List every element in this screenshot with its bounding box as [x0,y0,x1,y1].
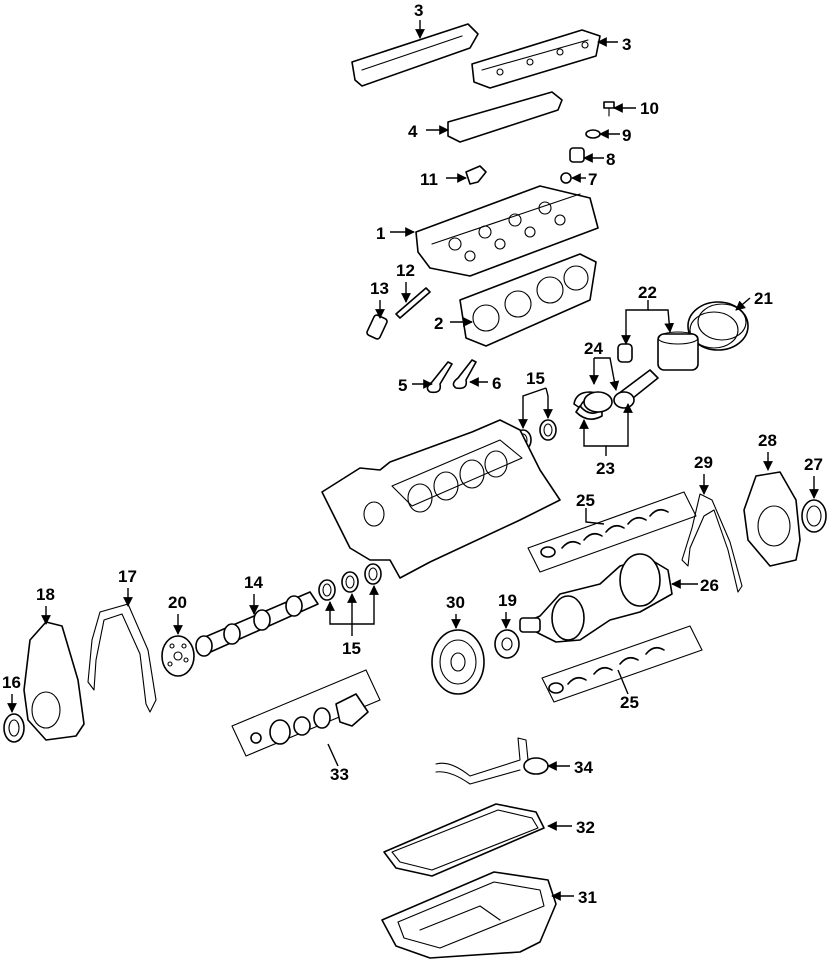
exhaust-valve-part-6 [452,359,477,390]
callout-3-top: 3 [414,1,423,20]
valve-cover-left [351,23,479,87]
piston [657,331,699,371]
crankshaft [519,553,673,643]
front-timing-cover [23,621,85,741]
crank-sprocket [494,629,520,659]
oil-pan-gasket [383,803,545,877]
callout-14: 14 [244,573,263,592]
callout-13: 13 [370,279,389,298]
callout-11: 11 [420,170,438,189]
lifter-part-13 [366,314,388,340]
oil-pickup-tube [435,737,549,785]
callout-27: 27 [804,455,823,474]
valve-cover-right [471,29,601,89]
callout-24: 24 [584,339,603,358]
callout-34: 34 [574,758,593,777]
callout-29: 29 [694,453,713,472]
callout-30: 30 [446,593,465,612]
callout-25-upper: 25 [576,491,595,510]
washer-part-9 [585,129,601,139]
callout-20: 20 [168,593,187,612]
callout-15-lower: 15 [342,639,361,658]
pcv-part-7 [560,172,572,184]
callout-15-upper: 15 [526,369,545,388]
callout-26: 26 [700,576,719,595]
head-gasket [459,253,597,347]
leader-lines [7,20,819,901]
bolt-part-10 [603,101,615,117]
cylinder-head [415,185,599,277]
callout-4: 4 [408,122,418,141]
cam-sprocket [161,635,195,677]
callout-2: 2 [434,314,443,333]
callout-12: 12 [396,261,415,280]
callout-16: 16 [2,673,21,692]
engine-block [321,419,561,579]
rear-cover-gasket [681,493,743,593]
callout-28: 28 [758,431,777,450]
main-bearings-upper [527,491,697,573]
valve-cover-gasket [447,91,563,143]
front-seal [3,713,25,743]
camshaft [195,591,319,657]
callout-labels: 3 3 4 10 9 8 7 11 1 12 13 2 5 6 15 21 22… [2,1,823,907]
callout-7: 7 [588,170,597,189]
callout-6: 6 [492,374,501,393]
front-cover-gasket [87,603,157,713]
callout-23: 23 [596,459,615,478]
piston-pin [617,343,633,363]
callout-17: 17 [118,567,137,586]
intake-valve-part-5 [426,361,453,394]
rod-bearings [573,391,613,420]
oil-pan [381,871,557,959]
callout-32: 32 [576,818,595,837]
pushrod-part-12 [395,287,431,319]
rear-housing [743,471,801,567]
connecting-rod [613,369,659,409]
rear-seal [801,499,827,533]
harmonic-balancer [431,629,485,695]
callout-8: 8 [606,150,615,169]
callout-22: 22 [638,283,657,302]
callout-18: 18 [36,585,55,604]
oil-pump-kit [231,669,381,757]
callout-5: 5 [398,376,407,395]
callout-21: 21 [754,289,773,308]
callout-10: 10 [640,99,659,118]
rocker-arm-part-11 [465,165,487,185]
callout-9: 9 [622,126,631,145]
callout-1: 1 [376,224,385,243]
callout-3-right: 3 [622,35,631,54]
cam-bearings-lower [318,563,382,601]
callout-25-lower: 25 [620,693,639,712]
callout-31: 31 [578,888,597,907]
callout-33: 33 [330,765,349,784]
grommet-part-8 [569,147,585,163]
piston-rings [687,301,749,351]
callout-19: 19 [498,591,517,610]
main-bearings-lower [541,625,703,703]
